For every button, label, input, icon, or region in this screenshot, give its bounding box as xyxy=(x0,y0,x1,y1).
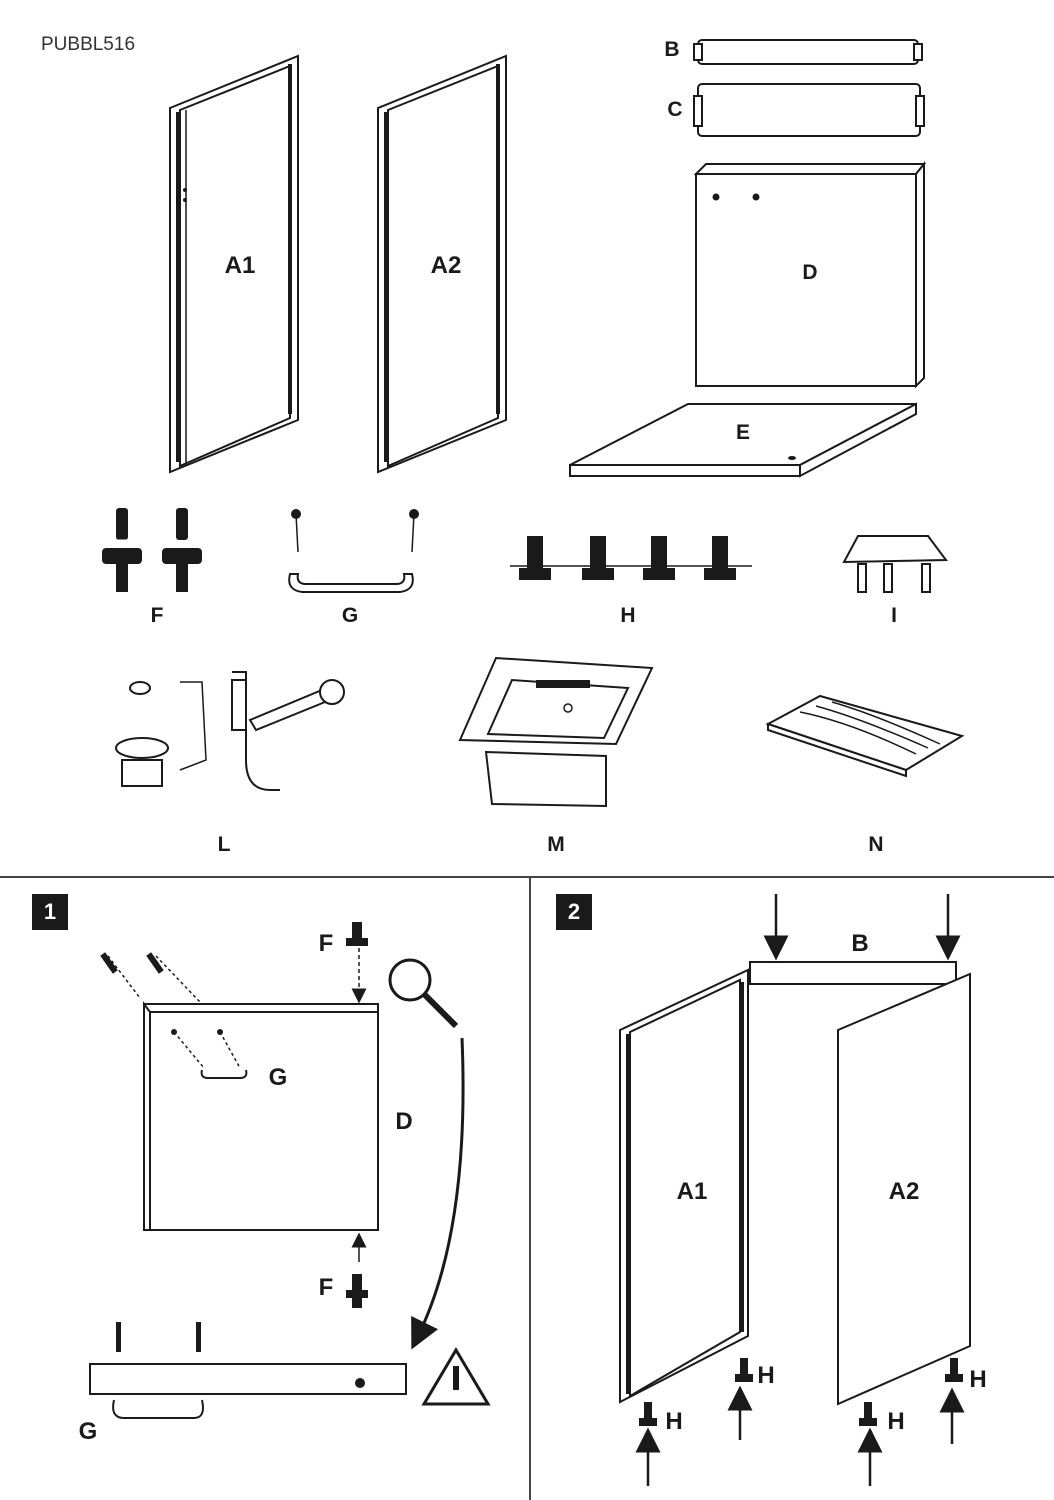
step1-label-g-bottom: G xyxy=(78,1418,98,1445)
step1-label-g-top: G xyxy=(268,1064,288,1091)
label-b: B xyxy=(664,38,680,61)
step2-label-h2: H xyxy=(757,1362,775,1389)
grid-n-drawing xyxy=(765,694,965,778)
magnifier-icon xyxy=(388,958,459,1029)
step1-label-d: D xyxy=(395,1108,413,1135)
clip-i-drawing xyxy=(842,535,948,593)
rail-b-drawing xyxy=(693,39,923,65)
label-e: E xyxy=(735,421,751,444)
connectors-f-drawing xyxy=(102,508,202,592)
label-c: C xyxy=(667,98,683,121)
step-1-badge: 1 xyxy=(32,894,68,930)
product-code: PUBBL516 xyxy=(41,34,136,55)
label-h: H xyxy=(620,604,636,627)
label-a1: A1 xyxy=(224,252,256,279)
label-i: I xyxy=(891,604,897,627)
label-n: N xyxy=(868,833,884,856)
handle-g-drawing xyxy=(288,509,419,593)
step2-label-h1: H xyxy=(665,1408,683,1435)
label-f: F xyxy=(150,604,164,627)
panel-a1-drawing xyxy=(169,54,299,474)
base-e-drawing xyxy=(569,402,917,478)
label-m: M xyxy=(547,833,565,856)
label-g: G xyxy=(341,604,359,627)
label-a2: A2 xyxy=(430,252,462,279)
rail-c-drawing xyxy=(693,83,925,137)
step-2-badge: 2 xyxy=(556,894,592,930)
step2-drawing xyxy=(619,894,971,1486)
label-l: L xyxy=(217,833,231,856)
panel-d-drawing xyxy=(693,161,927,389)
vertical-divider xyxy=(529,877,531,1500)
warning-triangle-icon xyxy=(421,1347,491,1406)
step2-label-h3: H xyxy=(887,1408,905,1435)
sink-m-drawing xyxy=(458,656,654,808)
horizontal-divider xyxy=(0,876,1054,878)
panel-a2-drawing xyxy=(377,54,507,474)
feet-h-drawing xyxy=(510,536,752,580)
step2-label-a2: A2 xyxy=(888,1178,920,1205)
drain-kit-l-drawing xyxy=(115,671,345,791)
step2-label-b: B xyxy=(851,930,869,957)
step1-drawing xyxy=(89,922,491,1419)
step2-label-a1: A1 xyxy=(676,1178,708,1205)
step1-label-f-top: F xyxy=(318,930,334,957)
label-d: D xyxy=(802,261,818,284)
step1-label-f-bottom: F xyxy=(318,1274,334,1301)
step2-label-h4: H xyxy=(969,1366,987,1393)
